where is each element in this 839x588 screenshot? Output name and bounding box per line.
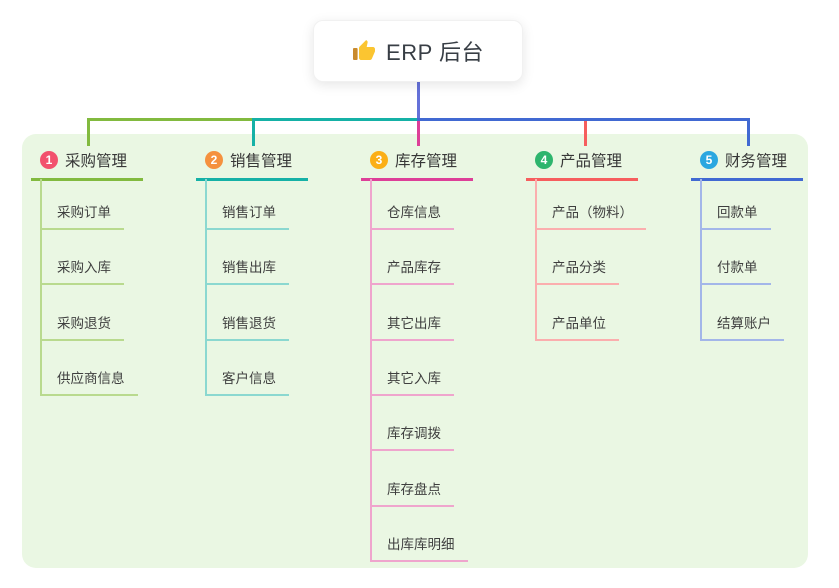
child-node[interactable]: 付款单 [700,260,771,285]
child-node[interactable]: 其它出库 [370,316,454,341]
branch-inventory: 3 库存管理 仓库信息 产品库存 其它出库 其它入库 库存调拨 库存盘点 出库库… [361,149,474,562]
child-node[interactable]: 供应商信息 [40,371,138,396]
branch-procurement: 1 采购管理 采购订单 采购入库 采购退货 供应商信息 [31,149,144,396]
branch-label: 销售管理 [230,153,293,170]
branch-spine-line [700,179,702,341]
branch-number-badge: 4 [535,151,553,169]
branch-spine-line [535,179,537,341]
branch-label: 产品管理 [560,153,623,170]
branch2-connector-drop [252,118,255,146]
mindmap-panel [22,134,808,568]
branch-product: 4 产品管理 产品（物料） 产品分类 产品单位 [526,149,646,341]
branch5-connector-line [417,118,750,121]
branch-number-badge: 3 [370,151,388,169]
child-node[interactable]: 产品（物料） [535,205,646,230]
branch-spine-line [205,179,207,396]
child-node[interactable]: 销售出库 [205,260,289,285]
child-node[interactable]: 客户信息 [205,371,289,396]
child-node[interactable]: 销售订单 [205,205,289,230]
child-node[interactable]: 产品分类 [535,260,619,285]
branch-number-badge: 2 [205,151,223,169]
child-node[interactable]: 结算账户 [700,316,784,341]
child-node[interactable]: 销售退货 [205,316,289,341]
root-node[interactable]: ERP 后台 [313,20,523,82]
child-node[interactable]: 产品单位 [535,316,619,341]
child-node[interactable]: 仓库信息 [370,205,454,230]
branch-header-product[interactable]: 4 产品管理 [526,149,639,181]
branch-label: 采购管理 [65,153,128,170]
child-node[interactable]: 产品库存 [370,260,454,285]
branch-header-finance[interactable]: 5 财务管理 [691,149,804,181]
branch2-connector-line [252,118,420,121]
child-node[interactable]: 回款单 [700,205,771,230]
branch-label: 财务管理 [725,153,788,170]
branch-header-procurement[interactable]: 1 采购管理 [31,149,144,181]
child-node[interactable]: 其它入库 [370,371,454,396]
branch-sales: 2 销售管理 销售订单 销售出库 销售退货 客户信息 [196,149,309,396]
branch-label: 库存管理 [395,153,458,170]
child-node[interactable]: 库存调拨 [370,426,454,451]
branch-spine-line [370,179,372,562]
branch5-connector-drop [747,118,750,146]
child-node[interactable]: 采购入库 [40,260,124,285]
branch-finance: 5 财务管理 回款单 付款单 结算账户 [691,149,804,341]
branch3-connector-drop [417,118,420,146]
root-title: ERP 后台 [386,40,484,65]
root-connector-line [417,82,420,121]
branch-number-badge: 1 [40,151,58,169]
branch-header-inventory[interactable]: 3 库存管理 [361,149,474,181]
child-node[interactable]: 采购退货 [40,316,124,341]
branch4-connector-drop [584,118,587,146]
child-node[interactable]: 库存盘点 [370,482,454,507]
branch-header-sales[interactable]: 2 销售管理 [196,149,309,181]
branch1-connector-drop [87,118,90,146]
child-node[interactable]: 采购订单 [40,205,124,230]
thumbs-up-icon [352,39,376,63]
branch-spine-line [40,179,42,396]
branch-number-badge: 5 [700,151,718,169]
child-node[interactable]: 出库库明细 [370,537,468,562]
